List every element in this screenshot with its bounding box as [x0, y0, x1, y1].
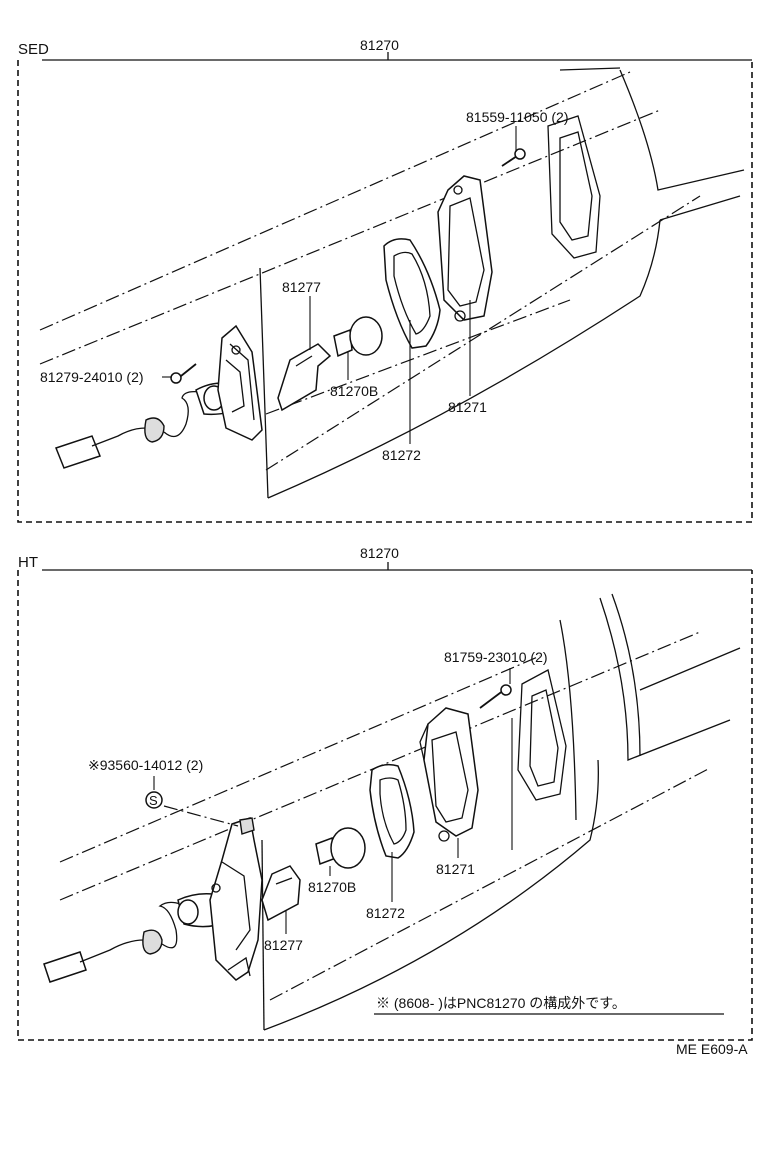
ht-cover [261, 865, 301, 922]
sed-lens [437, 175, 493, 322]
sed-frame [17, 60, 753, 523]
ht-lamp-housing [209, 817, 263, 981]
ht-section: HT 81270 [17, 545, 753, 1041]
sed-bulb [333, 316, 383, 358]
ht-clip-s-mark: S [149, 793, 158, 808]
sed-body-panel [39, 67, 745, 499]
ht-assembly-number: 81270 [360, 545, 399, 561]
sed-label-screw-upper: 81559-11050 (2) [466, 109, 568, 125]
sed-cover [277, 343, 332, 412]
sed-screw-upper [501, 148, 526, 167]
ht-applicability-note: ※ (8608- )はPNC81270 の構成外です。 [376, 995, 626, 1011]
sed-screw-left [170, 363, 197, 384]
sed-section-label: SED [18, 41, 49, 58]
ht-clip-marker: S [145, 791, 239, 827]
ht-gasket [369, 763, 415, 859]
ht-label-gasket: 81272 [366, 905, 405, 921]
ht-bulb [315, 827, 366, 869]
sed-lamp-housing [217, 324, 263, 441]
ht-frame [17, 570, 753, 1041]
ht-body-panel [59, 593, 741, 1031]
ht-socket-harness [43, 893, 229, 983]
sed-label-gasket: 81272 [382, 447, 421, 463]
sed-label-screw-left: 81279-24010 (2) [40, 369, 144, 385]
ht-lens [419, 707, 479, 842]
ht-section-label: HT [18, 554, 38, 571]
sed-section: SED 81270 [17, 37, 753, 523]
sed-socket-harness [55, 382, 247, 469]
sed-label-lens: 81271 [448, 399, 487, 415]
ht-label-cover: 81277 [264, 937, 303, 953]
ht-label-bulb: 81270B [308, 879, 356, 895]
ht-label-screw-upper: 81759-23010 (2) [444, 649, 548, 665]
sed-label-cover: 81277 [282, 279, 321, 295]
sed-gasket [383, 238, 441, 349]
ht-label-lens: 81271 [436, 861, 475, 877]
sed-assembly-number: 81270 [360, 37, 399, 53]
drawing-code: ME E609-A [676, 1041, 748, 1057]
ht-screw-upper [479, 684, 512, 709]
ht-label-screw-left: ※93560-14012 (2) [88, 757, 203, 773]
sed-label-bulb: 81270B [330, 383, 378, 399]
